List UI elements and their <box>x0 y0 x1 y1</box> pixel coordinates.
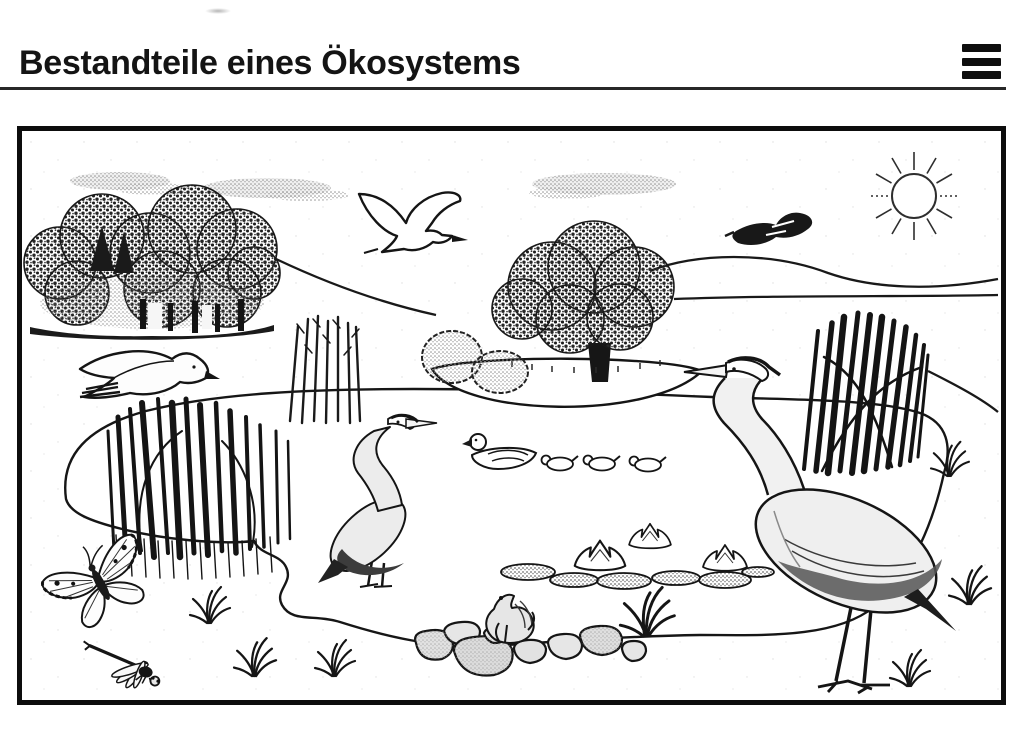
hills <box>275 255 999 413</box>
conifer-tree <box>90 226 114 271</box>
ducklings <box>540 454 667 473</box>
reeds-middle <box>288 314 362 425</box>
title-divider <box>0 87 1006 90</box>
page-title: Bestandteile eines Ökosystems <box>19 44 521 82</box>
lily-pads <box>500 563 775 590</box>
conifer-tree <box>114 231 134 273</box>
menu-bar <box>962 57 1001 66</box>
bird-flying <box>78 350 220 399</box>
duck-with-ducklings <box>462 433 667 473</box>
duck-mother <box>462 433 538 471</box>
large-heron-on-shore <box>683 356 956 695</box>
horizon-line <box>673 293 999 301</box>
reeds-right <box>802 310 930 477</box>
illustration-frame <box>17 126 1006 705</box>
menu-bar <box>962 44 1001 52</box>
frog-on-stones <box>485 593 536 644</box>
tree-trunk <box>588 343 611 382</box>
water-lilies <box>500 522 775 590</box>
hamburger-menu-icon[interactable] <box>962 44 1001 79</box>
hill-line-left <box>275 257 437 317</box>
seagull-flying <box>357 191 468 254</box>
heron-standing-in-pond <box>318 413 438 588</box>
tree-canopy <box>491 220 675 354</box>
cloud-left <box>70 172 192 195</box>
hill-line-right <box>649 255 999 288</box>
reeds-left <box>106 396 292 580</box>
ecosystem-illustration <box>22 131 1001 698</box>
sun <box>870 152 958 240</box>
sun-disc <box>891 173 937 219</box>
forest <box>23 184 281 340</box>
shore-line-right <box>927 369 999 413</box>
stones <box>414 620 648 677</box>
clouds <box>70 172 676 201</box>
dragonfly <box>83 640 161 689</box>
menu-bar <box>962 71 1001 79</box>
butterfly <box>41 533 145 629</box>
large-tree <box>430 220 705 408</box>
cloud-middle <box>529 173 676 199</box>
duck-flying <box>724 212 813 245</box>
bushes <box>421 330 529 394</box>
forest-trunks <box>140 299 244 333</box>
paper-smudge <box>205 8 231 14</box>
cloud-middle-left <box>203 178 349 201</box>
